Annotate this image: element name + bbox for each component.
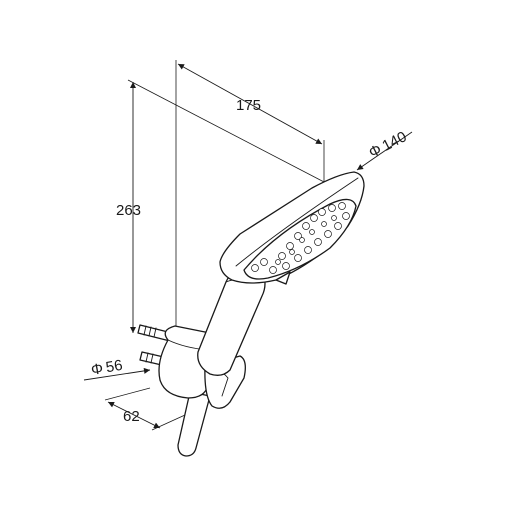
- holder-body: [158, 325, 212, 399]
- holder-diameter-leader: [83, 367, 151, 381]
- holder-diameter-value: 56: [105, 357, 124, 377]
- holder-diameter-symbol: Φ: [90, 360, 105, 379]
- shower-head-rim: [235, 177, 359, 267]
- depth-dimension-line: [107, 401, 161, 429]
- head-diameter-leader: [356, 131, 413, 171]
- width-value: 175: [236, 97, 261, 114]
- spray-selector: [275, 271, 291, 285]
- hose-segment: [177, 391, 211, 457]
- head-diameter-value: 140: [379, 128, 409, 155]
- depth-extension-line-2: [151, 414, 186, 431]
- depth-extension-line-1: [104, 387, 151, 401]
- width-dimension: 175: [175, 60, 325, 330]
- holder-depth-dimension: 62: [104, 387, 186, 431]
- height-top-extension-line: [127, 79, 327, 184]
- spray-nozzles: [251, 202, 350, 274]
- height-value: 263: [116, 202, 141, 219]
- head-diameter-dimension: Φ 140: [356, 128, 413, 171]
- upper-pin-thread: [143, 325, 157, 338]
- hose: [177, 391, 211, 457]
- holder-depth-value: 62: [123, 408, 140, 425]
- hand-shower: [197, 171, 365, 376]
- lower-pin-thread: [145, 352, 154, 364]
- holder-diameter-dimension: Φ 56: [83, 357, 151, 381]
- width-dimension-line: [177, 63, 323, 145]
